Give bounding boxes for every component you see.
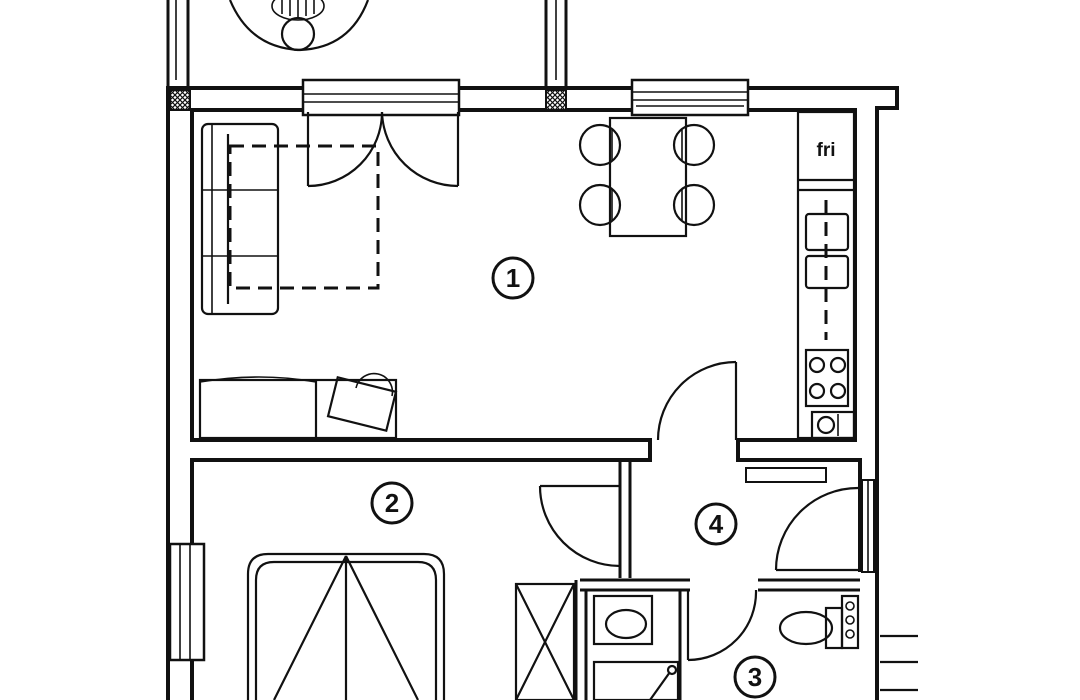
door-room2-hall (538, 484, 621, 568)
svg-text:2: 2 (385, 488, 399, 518)
sofa (200, 122, 280, 316)
balcony (166, 0, 568, 88)
left-exterior-wall (166, 86, 206, 700)
top-exterior-wall (166, 78, 899, 117)
room-label-4: 4 (694, 502, 738, 546)
wardrobe (514, 582, 576, 700)
rug-outline (228, 144, 380, 290)
radiator (840, 594, 860, 650)
dining-set (578, 116, 716, 238)
balcony-door-frame (301, 78, 461, 117)
sink (804, 200, 850, 340)
desk (198, 372, 398, 440)
toilet-left (592, 594, 654, 646)
toilet-right (778, 606, 844, 650)
interior-walls (190, 438, 862, 700)
fridge-label: fri (817, 140, 836, 161)
bed (246, 552, 446, 700)
door-bathroom (686, 589, 758, 662)
balcony-door (306, 111, 460, 188)
shower (592, 660, 680, 700)
svg-text:1: 1 (506, 263, 520, 293)
svg-text:3: 3 (748, 662, 762, 692)
svg-text:4: 4 (709, 509, 724, 539)
door-room1-hall (656, 360, 738, 441)
window-left (168, 542, 206, 662)
dining-chair (578, 183, 622, 227)
room-label-2: 2 (370, 481, 414, 525)
room-label-3: 3 (733, 655, 777, 699)
balcony-table-set (228, 0, 370, 52)
window-top-right (630, 78, 750, 117)
dining-chair (672, 123, 716, 167)
stairs (880, 634, 918, 692)
dishwasher (810, 410, 856, 440)
dining-chair (578, 123, 622, 167)
door-hall-storage (774, 486, 859, 572)
room-label-1: 1 (491, 256, 535, 300)
kitchen-counter: fri (796, 110, 856, 440)
dining-chair (672, 183, 716, 227)
stove (804, 348, 850, 408)
